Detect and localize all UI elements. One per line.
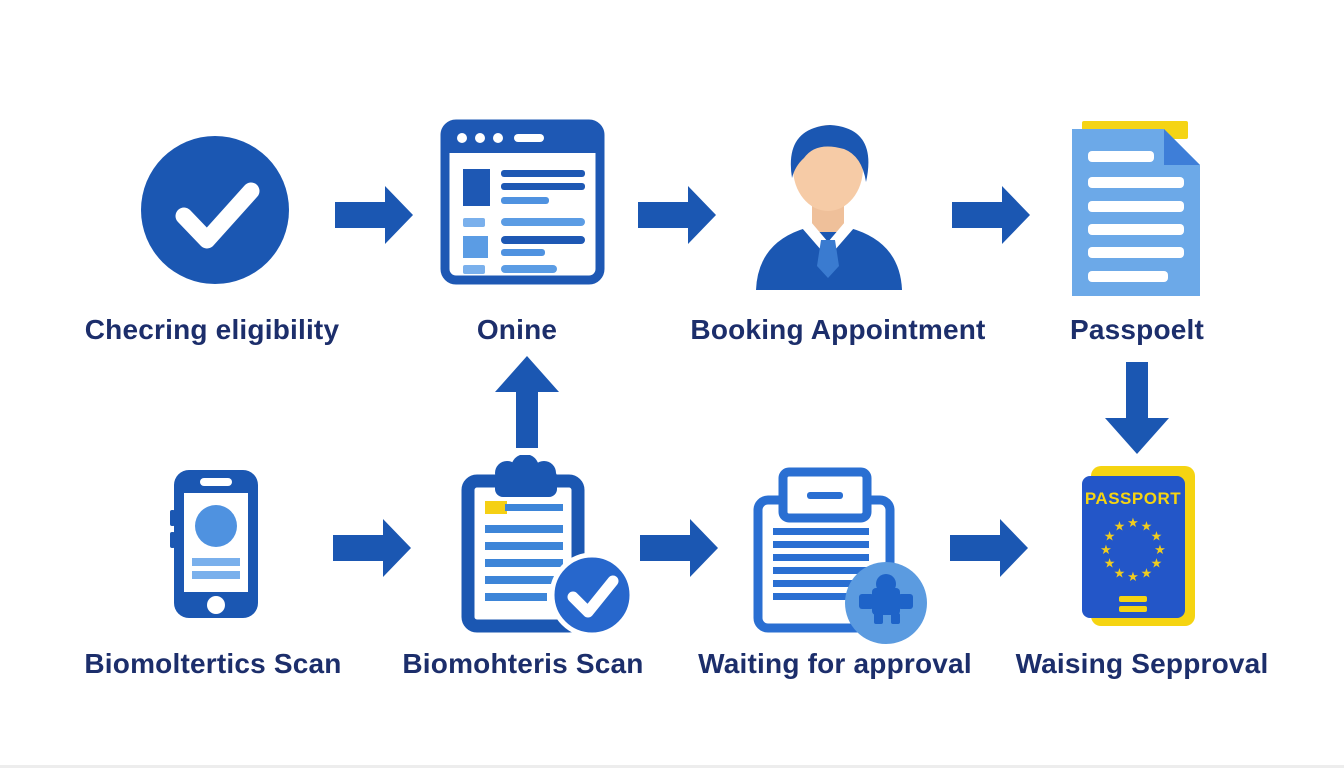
step-label-biometrics-scan-2: Biomohteris Scan bbox=[402, 648, 644, 679]
step-label-biometrics-scan-1: Biomoltertics Scan bbox=[84, 648, 342, 679]
svg-text:★: ★ bbox=[1104, 557, 1116, 572]
svg-text:★: ★ bbox=[1127, 570, 1139, 585]
arrow-right-icon bbox=[950, 516, 1028, 585]
arrow-up-icon bbox=[495, 356, 559, 453]
svg-text:★: ★ bbox=[1100, 543, 1112, 558]
smartphone-icon bbox=[170, 468, 262, 620]
step-label-booking-appointment: Booking Appointment bbox=[690, 314, 986, 345]
step-label-passport: Passpoelt bbox=[1069, 314, 1205, 345]
step-label-online: Onine bbox=[476, 314, 558, 345]
arrow-right-icon bbox=[335, 183, 413, 252]
step-label-waiting-approval: Waiting for approval bbox=[698, 648, 972, 679]
svg-text:★: ★ bbox=[1151, 530, 1163, 545]
document-icon bbox=[1072, 121, 1200, 296]
passport-icon: PASSPORT ★★ ★★ ★★ ★★ ★★ ★★ bbox=[1075, 464, 1195, 629]
svg-text:★: ★ bbox=[1104, 530, 1116, 545]
document-puzzle-icon bbox=[745, 460, 935, 645]
person-icon bbox=[750, 116, 912, 290]
arrow-right-icon bbox=[638, 183, 716, 252]
step-label-checking-eligibility: Checring eligibility bbox=[84, 314, 340, 345]
arrow-right-icon bbox=[952, 183, 1030, 252]
browser-form-icon bbox=[440, 119, 605, 285]
arrow-down-icon bbox=[1105, 362, 1169, 459]
svg-text:★: ★ bbox=[1154, 543, 1166, 558]
arrow-right-icon bbox=[333, 516, 411, 585]
svg-text:★: ★ bbox=[1151, 557, 1163, 572]
arrow-right-icon bbox=[640, 516, 718, 585]
svg-text:★: ★ bbox=[1127, 516, 1139, 531]
checkmark-circle-icon bbox=[139, 134, 292, 287]
svg-text:★: ★ bbox=[1114, 520, 1126, 535]
svg-text:★: ★ bbox=[1141, 566, 1153, 581]
svg-text:★: ★ bbox=[1141, 520, 1153, 535]
clipboard-check-icon bbox=[455, 455, 640, 640]
svg-text:★: ★ bbox=[1114, 566, 1126, 581]
passport-title: PASSPORT bbox=[1085, 489, 1181, 508]
bottom-edge-artifact bbox=[0, 765, 1344, 768]
step-label-waiting-approval-2: Waising Sepproval bbox=[1015, 648, 1269, 679]
